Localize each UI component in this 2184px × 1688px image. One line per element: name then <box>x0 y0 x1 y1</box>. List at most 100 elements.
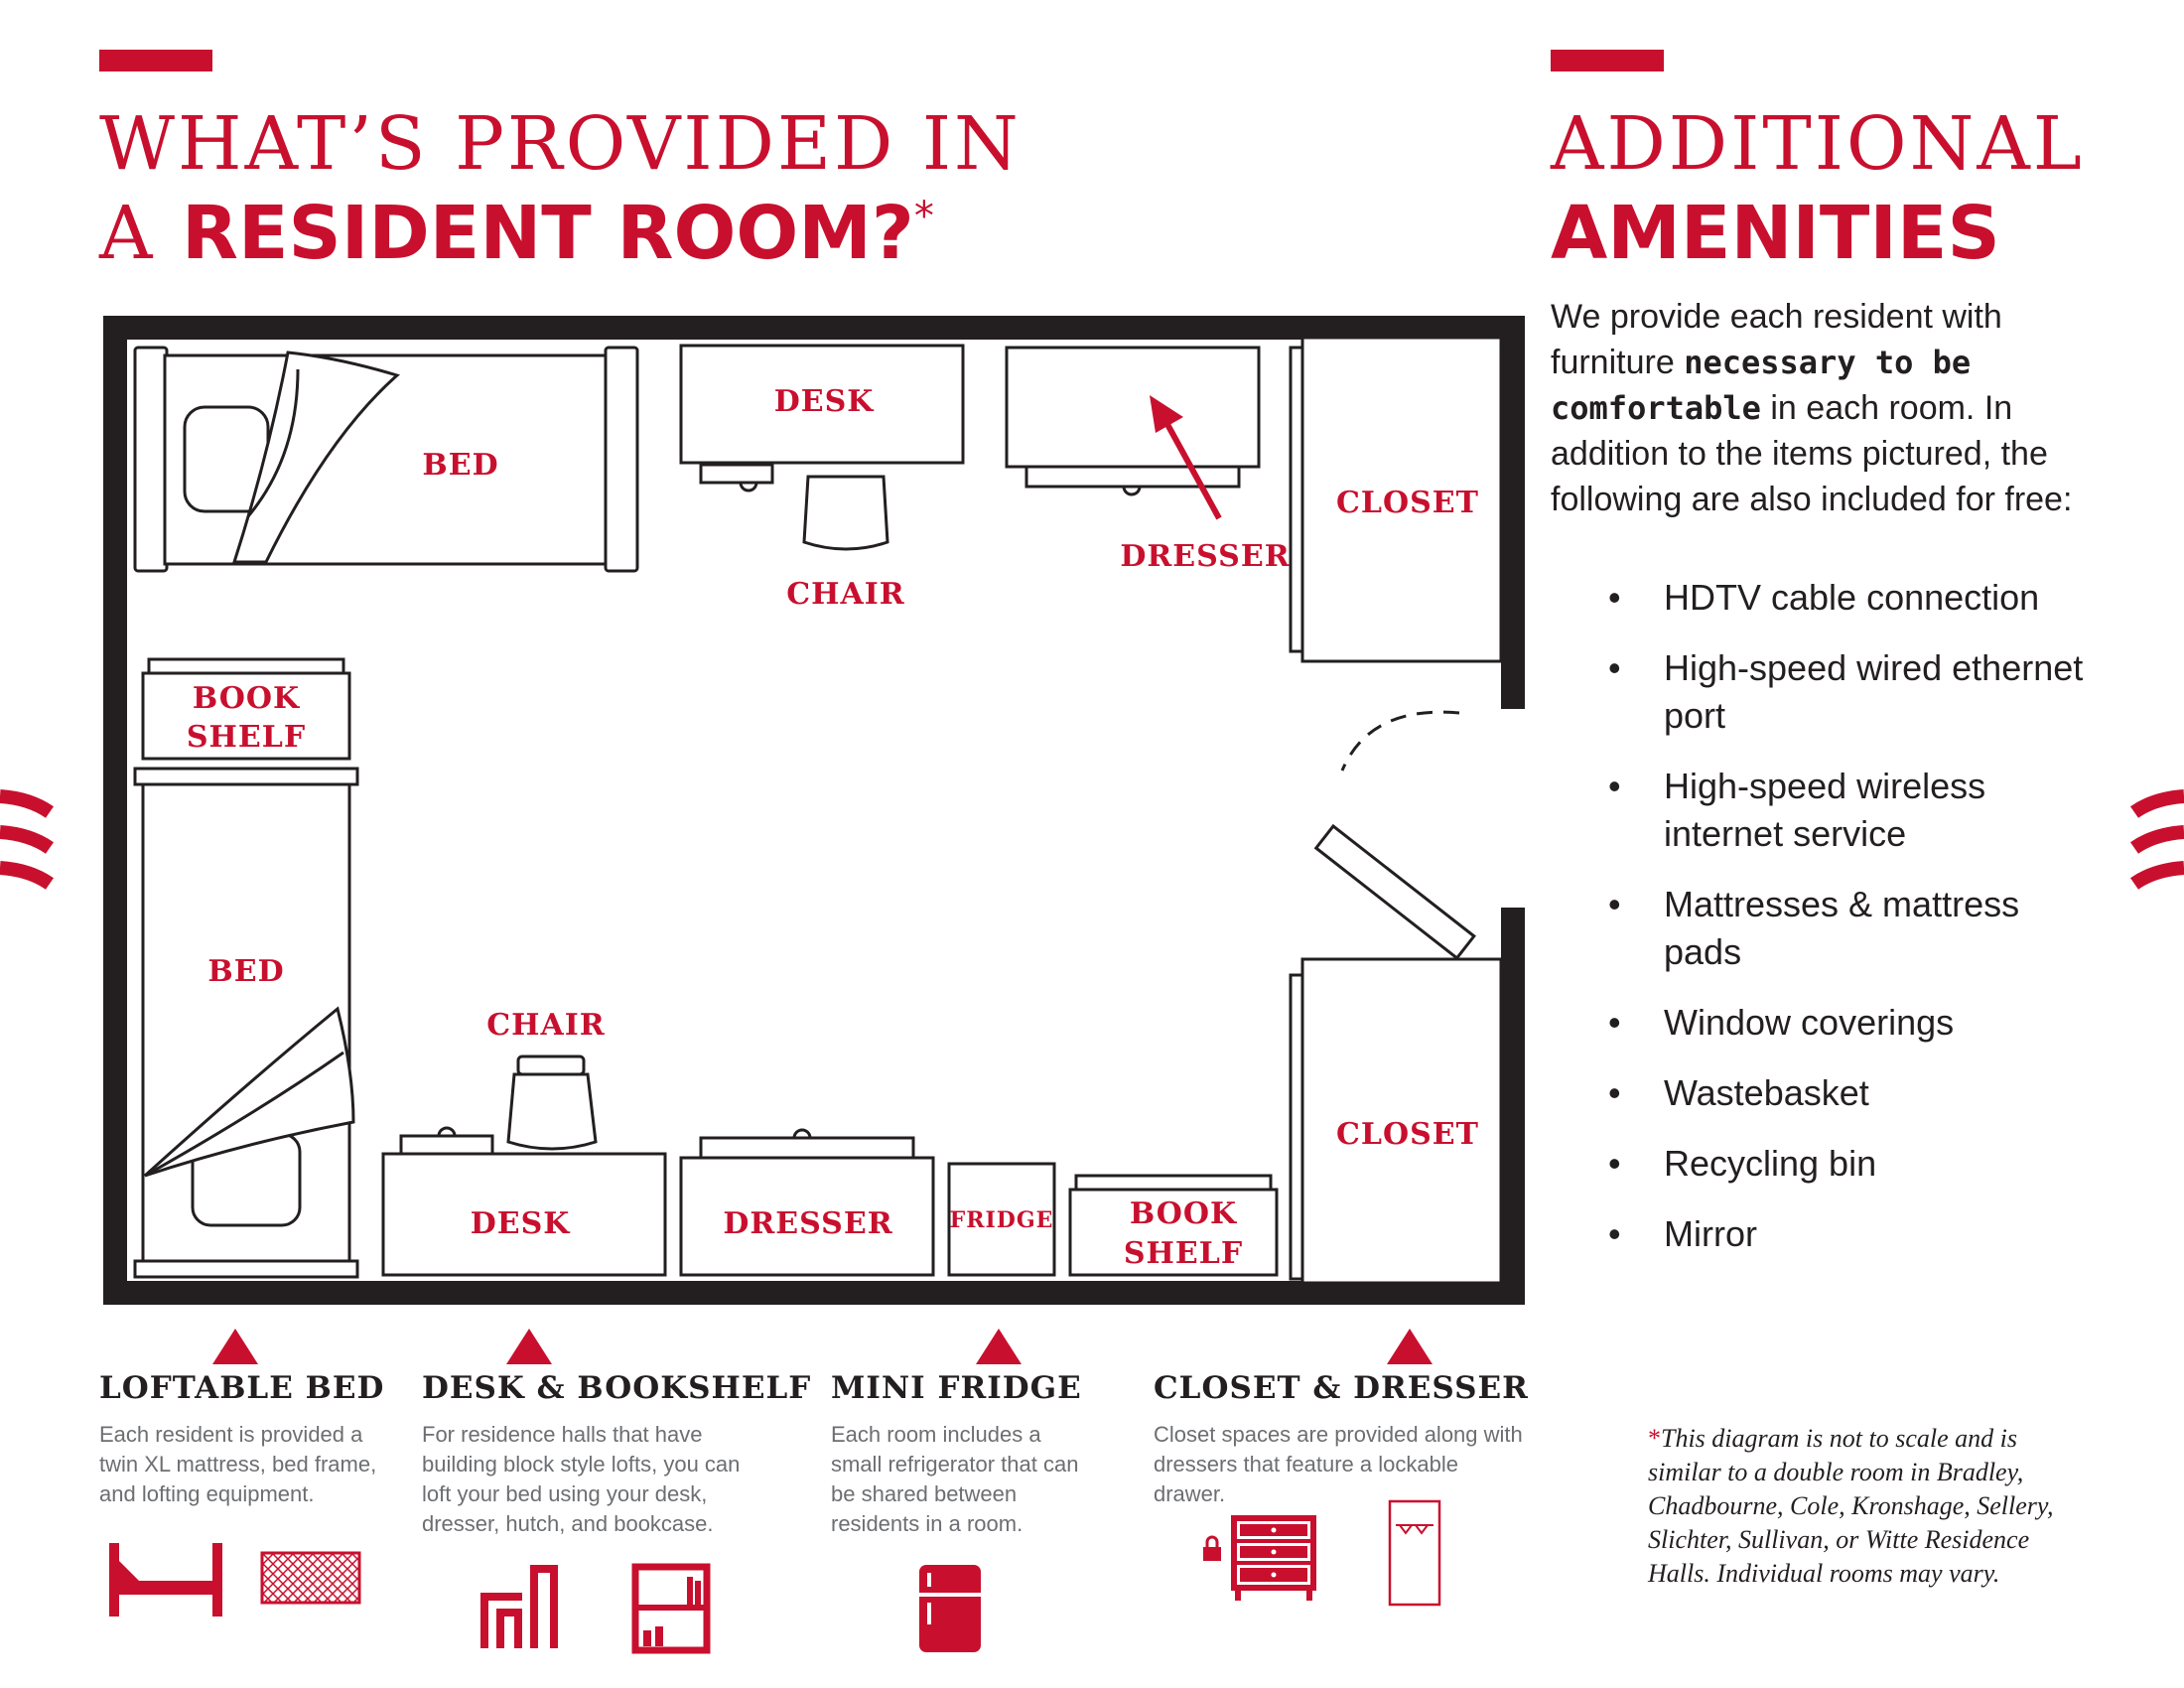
bullet-icon: • <box>1608 577 1621 618</box>
label-dresser-bottom: DRESSER <box>723 1206 892 1241</box>
bullet-icon: • <box>1608 1213 1621 1254</box>
feature-text: Closet spaces are provided along with dr… <box>1154 1422 1523 1506</box>
list-item: • HDTV cable connection <box>1608 574 2085 622</box>
label-closet-top: CLOSET <box>1336 486 1479 520</box>
label-fridge: FRIDGE <box>950 1207 1054 1233</box>
bookcase-icon <box>631 1563 711 1654</box>
feature-text: For residence halls that have building b… <box>422 1422 741 1536</box>
amenity-text: HDTV cable connection <box>1664 577 2040 618</box>
feature-desk-bookshelf: DESK & BOOKSHELF For residence halls tha… <box>422 1329 812 1539</box>
bullet-icon: • <box>1608 884 1621 924</box>
label-bookshelf-bottom-2: SHELF <box>1124 1236 1243 1271</box>
left-accent-bar <box>99 50 212 71</box>
triangle-icon <box>976 1329 1022 1364</box>
desk-top-shape <box>679 344 965 492</box>
label-bookshelf-left-1: BOOK <box>193 681 300 716</box>
footnote-asterisk: * <box>1648 1424 1661 1453</box>
feature-text: Each resident is provided a twin XL matt… <box>99 1422 377 1506</box>
label-bookshelf-bottom-1: BOOK <box>1130 1196 1237 1231</box>
bed-top-shape <box>133 346 639 573</box>
bullet-icon: • <box>1608 1072 1621 1113</box>
feature-title: DESK & BOOKSHELF <box>422 1370 812 1406</box>
intro-text-1: We provide each resident with furniture <box>1551 298 2002 381</box>
bullet-icon: • <box>1608 766 1621 806</box>
feature-text: Each room includes a small refrigerator … <box>831 1422 1079 1536</box>
dresser-bottom-shape <box>679 1128 935 1277</box>
dresser-pointer-arrow-icon <box>1150 395 1222 520</box>
bed-left-shape <box>133 767 359 1279</box>
amenity-text: Wastebasket <box>1664 1072 1869 1113</box>
diagram-footnote: *This diagram is not to scale and is sim… <box>1648 1422 2075 1591</box>
feature-title: MINI FRIDGE <box>831 1370 1082 1406</box>
triangle-icon <box>1387 1329 1433 1364</box>
amenity-text: Window coverings <box>1664 1002 1955 1043</box>
feature-loftable-bed: LOFTABLE BED Each resident is provided a… <box>99 1329 385 1509</box>
fridge-shape <box>947 1162 1056 1277</box>
list-item: • Mattresses & mattress pads <box>1608 881 2085 976</box>
list-item: • Recycling bin <box>1608 1140 2085 1188</box>
chair-top-shape <box>802 475 889 551</box>
dresser-icon <box>1231 1515 1316 1601</box>
chair-bottom-shape <box>506 1055 598 1151</box>
left-heading-line2-light: A <box>99 191 156 276</box>
mini-fridge-icon <box>919 1565 981 1652</box>
right-edge-arcs-icon <box>2129 789 2184 890</box>
door-icon <box>1313 710 1476 960</box>
bullet-icon: • <box>1608 1002 1621 1043</box>
triangle-icon <box>506 1329 552 1364</box>
amenity-text: Recycling bin <box>1664 1143 1877 1184</box>
dresser-top-shape <box>1005 346 1261 496</box>
label-bookshelf-left-2: SHELF <box>187 720 306 755</box>
amenity-text: High-speed wireless internet service <box>1664 766 1986 854</box>
closet-bottom-shape <box>1289 957 1503 1285</box>
intro-text-bold: necessary to be comfortable <box>1551 344 1972 427</box>
left-edge-arcs-icon <box>0 789 55 890</box>
feature-title: LOFTABLE BED <box>99 1370 385 1406</box>
amenities-intro: We provide each resident with furniture … <box>1551 294 2107 522</box>
amenity-text: Mattresses & mattress pads <box>1664 884 2020 972</box>
label-desk-bottom: DESK <box>471 1206 571 1241</box>
amenity-text: Mirror <box>1664 1213 1757 1254</box>
desk-loft-icon <box>480 1565 558 1648</box>
loft-bed-icon <box>109 1543 222 1617</box>
lock-icon <box>1203 1535 1221 1561</box>
label-bed-left: BED <box>207 954 284 989</box>
bullet-icon: • <box>1608 647 1621 688</box>
heading-asterisk: * <box>913 194 937 239</box>
bookshelf-bottom-shape <box>1068 1174 1279 1277</box>
amenities-list: • HDTV cable connection • High-speed wired… <box>1608 574 2085 1281</box>
list-item: • Wastebasket <box>1608 1069 2085 1117</box>
left-heading-line2: A RESIDENT ROOM?* <box>99 197 937 270</box>
label-closet-bottom: CLOSET <box>1336 1117 1479 1152</box>
feature-closet-dresser: CLOSET & DRESSER Closet spaces are provi… <box>1154 1329 1531 1509</box>
right-accent-bar <box>1551 50 1664 71</box>
left-heading-line1: WHAT’S PROVIDED IN <box>99 101 1022 187</box>
label-chair-top: CHAIR <box>786 577 905 612</box>
label-desk-top: DESK <box>774 384 875 419</box>
list-item: • Window coverings <box>1608 999 2085 1047</box>
desk-bottom-shape <box>381 1126 667 1277</box>
label-chair-bottom: CHAIR <box>486 1008 606 1043</box>
list-item: • Mirror <box>1608 1210 2085 1258</box>
right-heading-line2: AMENITIES <box>1551 191 2000 276</box>
amenity-text: High-speed wired ethernet port <box>1664 647 2084 736</box>
left-heading-line2-bold: RESIDENT ROOM? <box>181 191 914 276</box>
room-walls <box>103 316 1525 1305</box>
list-item: • High-speed wired ethernet port <box>1608 644 2085 740</box>
label-dresser-top: DRESSER <box>1120 539 1290 574</box>
feature-mini-fridge: MINI FRIDGE Each room includes a small r… <box>831 1329 1082 1539</box>
bookshelf-left-shape <box>141 657 351 761</box>
closet-icon <box>1388 1499 1441 1607</box>
bullet-icon: • <box>1608 1143 1621 1184</box>
footnote-text: This diagram is not to scale and is simi… <box>1648 1424 2054 1588</box>
intro-text-2: in each room. In addition to the items p… <box>1551 389 2073 518</box>
list-item: • High-speed wireless internet service <box>1608 763 2085 858</box>
right-heading-line1: ADDITIONAL <box>1551 101 2085 187</box>
mattress-icon <box>260 1551 361 1605</box>
label-bed-top: BED <box>422 448 498 483</box>
feature-title: CLOSET & DRESSER <box>1154 1370 1529 1406</box>
triangle-icon <box>212 1329 258 1364</box>
closet-top-shape <box>1289 336 1503 663</box>
